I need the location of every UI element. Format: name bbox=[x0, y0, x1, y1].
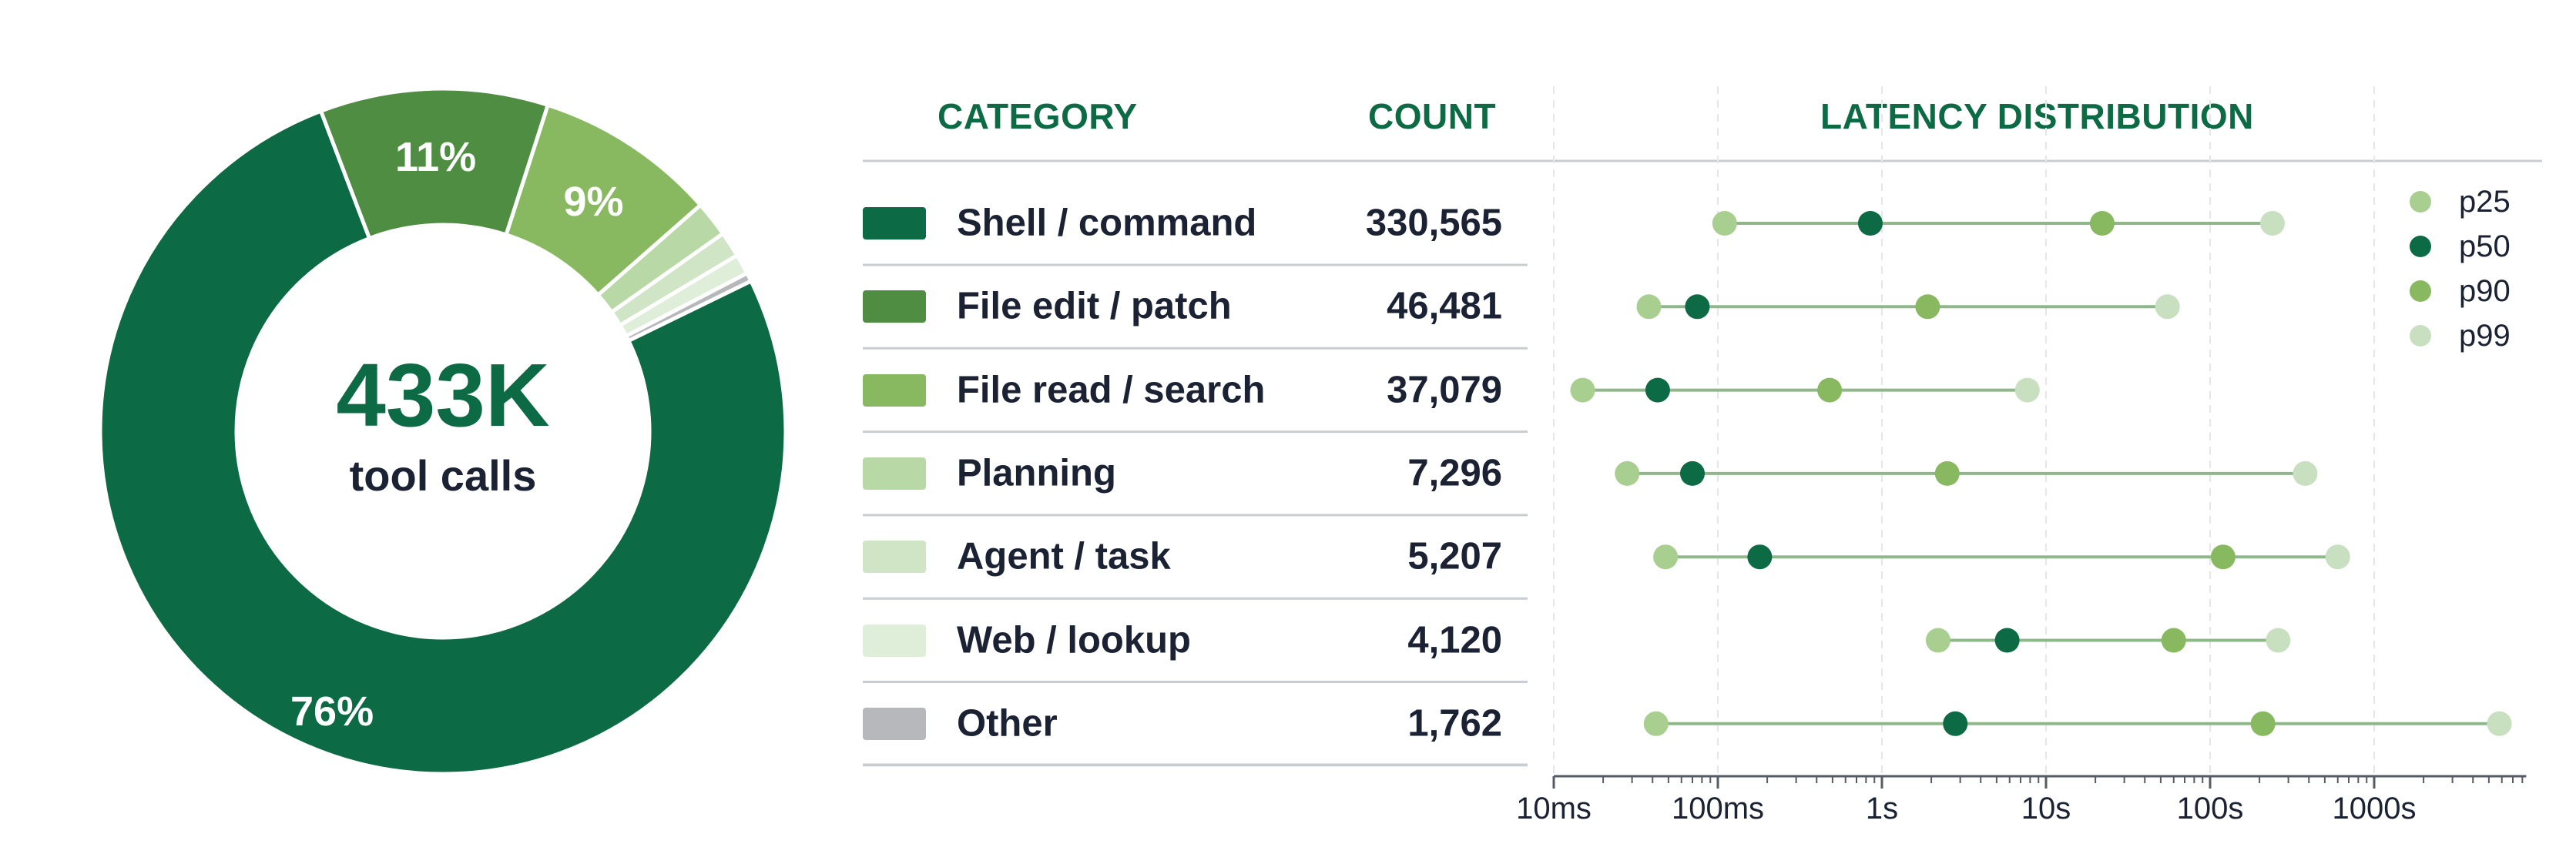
dot-p50-file-edit-patch bbox=[1685, 294, 1710, 320]
row-label-shell-command: Shell / command bbox=[957, 202, 1257, 244]
donut-chart: 433K tool calls 76% 11% 9% bbox=[0, 0, 840, 864]
row-label-agent-task: Agent / task bbox=[957, 535, 1171, 578]
dot-p90-agent-task bbox=[2210, 544, 2236, 570]
legend-label-p25: p25 bbox=[2459, 185, 2511, 219]
row-count-agent-task: 5,207 bbox=[1407, 535, 1502, 578]
row-label-planning: Planning bbox=[957, 452, 1116, 494]
row-label-other: Other bbox=[957, 702, 1058, 745]
donut-label-shell-command: 76% bbox=[290, 688, 374, 735]
donut-center-label: tool calls bbox=[349, 451, 537, 500]
dot-p25-file-read-search bbox=[1570, 377, 1595, 403]
dot-p50-web-lookup bbox=[1994, 628, 2020, 653]
row-count-web-lookup: 4,120 bbox=[1407, 619, 1502, 661]
dot-p50-file-read-search bbox=[1645, 377, 1670, 403]
dot-p99-planning bbox=[2293, 460, 2318, 486]
swatch-other bbox=[863, 707, 926, 740]
dot-p90-shell-command bbox=[2089, 211, 2115, 236]
swatch-planning bbox=[863, 457, 926, 490]
row-count-file-edit-patch: 46,481 bbox=[1387, 285, 1502, 327]
dot-p25-agent-task bbox=[1653, 544, 1679, 570]
swatch-shell-command bbox=[863, 207, 926, 239]
x-tick-label-1s: 1s bbox=[1865, 792, 1899, 825]
dot-p99-file-read-search bbox=[2014, 377, 2040, 403]
x-tick-label-10ms: 10ms bbox=[1516, 792, 1592, 825]
row-label-web-lookup: Web / lookup bbox=[957, 619, 1191, 661]
x-tick-label-100ms: 100ms bbox=[1671, 792, 1765, 825]
dot-p50-other bbox=[1943, 711, 1968, 736]
dot-p99-web-lookup bbox=[2266, 628, 2291, 653]
header-category: CATEGORY bbox=[937, 96, 1138, 136]
dot-p25-shell-command bbox=[1712, 211, 1737, 236]
dot-p25-other bbox=[1643, 711, 1669, 736]
dot-p99-file-edit-patch bbox=[2155, 294, 2180, 320]
donut-label-file-edit-patch: 11% bbox=[395, 133, 477, 180]
donut-label-file-read-search: 9% bbox=[563, 178, 624, 225]
legend-label-p99: p99 bbox=[2459, 319, 2511, 353]
dot-p99-other bbox=[2487, 711, 2512, 736]
x-tick-label-100s: 100s bbox=[2176, 792, 2244, 825]
row-label-file-edit-patch: File edit / patch bbox=[957, 285, 1232, 327]
dot-p90-file-edit-patch bbox=[1915, 294, 1940, 320]
dot-p99-agent-task bbox=[2325, 544, 2350, 570]
dot-p90-file-read-search bbox=[1817, 377, 1843, 403]
dot-p90-planning bbox=[1934, 460, 1960, 486]
donut-svg bbox=[98, 86, 788, 776]
dot-p25-planning bbox=[1615, 460, 1640, 486]
legend-label-p90: p90 bbox=[2459, 274, 2511, 308]
swatch-agent-task bbox=[863, 541, 926, 574]
header-latency: LATENCY DISTRIBUTION bbox=[1820, 96, 2254, 136]
donut-center-value: 433K bbox=[336, 345, 550, 445]
legend-marker-p90 bbox=[2410, 280, 2431, 302]
row-label-file-read-search: File read / search bbox=[957, 369, 1266, 411]
x-tick-label-10s: 10s bbox=[2021, 792, 2071, 825]
dot-p90-other bbox=[2250, 711, 2276, 736]
row-count-other: 1,762 bbox=[1407, 702, 1502, 745]
swatch-file-edit-patch bbox=[863, 290, 926, 323]
swatch-web-lookup bbox=[863, 624, 926, 657]
dot-p50-agent-task bbox=[1747, 544, 1773, 570]
donut-slice-other bbox=[623, 270, 754, 343]
row-count-planning: 7,296 bbox=[1407, 452, 1502, 494]
row-count-shell-command: 330,565 bbox=[1365, 202, 1502, 244]
legend-marker-p25 bbox=[2410, 191, 2431, 213]
header-count: COUNT bbox=[1368, 96, 1497, 136]
donut-slice-shell-command bbox=[98, 108, 788, 776]
dot-p99-shell-command bbox=[2259, 211, 2285, 236]
dot-p25-web-lookup bbox=[1925, 628, 1950, 653]
legend-marker-p50 bbox=[2410, 236, 2431, 257]
dot-p90-web-lookup bbox=[2161, 628, 2186, 653]
x-tick-label-1000s: 1000s bbox=[2332, 792, 2417, 825]
dot-p50-shell-command bbox=[1857, 211, 1883, 236]
dot-p50-planning bbox=[1680, 460, 1706, 486]
legend-label-p50: p50 bbox=[2459, 229, 2511, 263]
legend-marker-p99 bbox=[2410, 325, 2431, 347]
swatch-file-read-search bbox=[863, 373, 926, 407]
dot-p25-file-edit-patch bbox=[1636, 294, 1662, 320]
row-count-file-read-search: 37,079 bbox=[1387, 369, 1502, 411]
